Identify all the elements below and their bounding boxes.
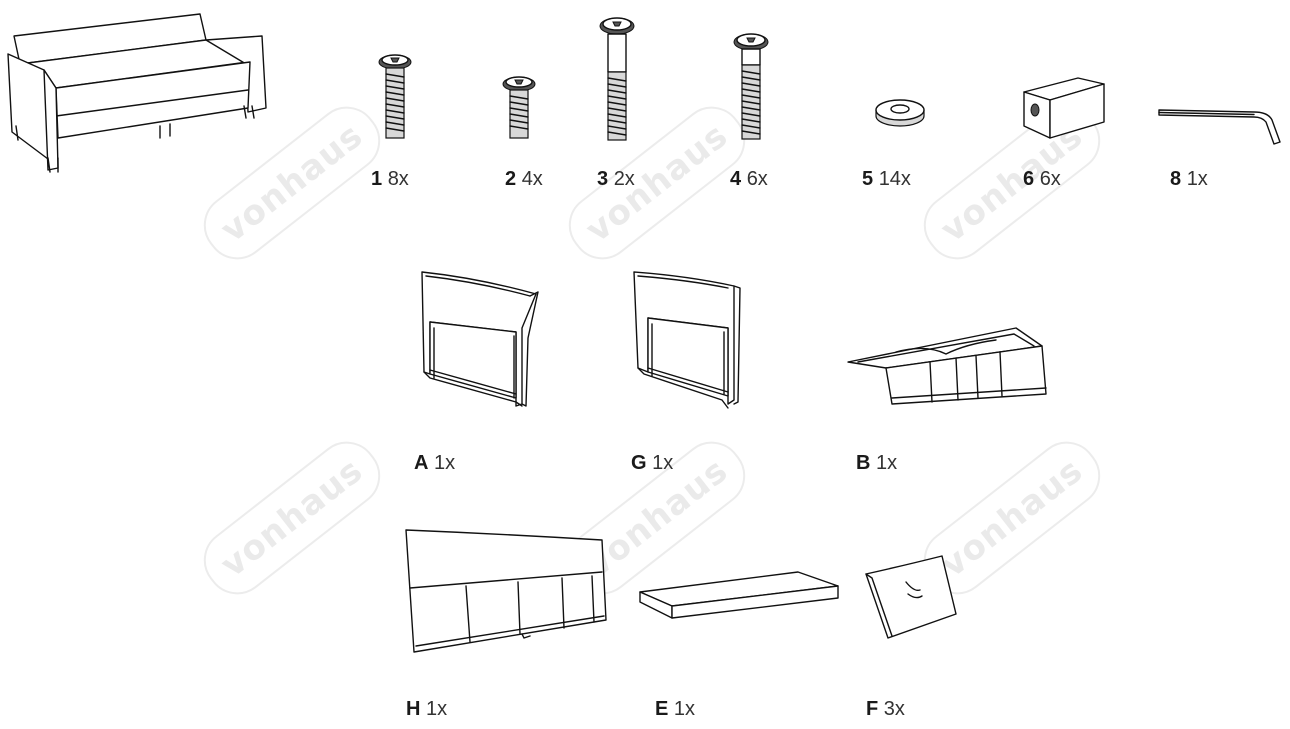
panel-label-b: B 1x <box>856 452 898 474</box>
hardware-label-8: 8 1x <box>1170 168 1208 190</box>
panel-label-e: E 1x <box>655 698 696 720</box>
allen-key-icon <box>1158 109 1281 145</box>
panel-h-illustration <box>405 529 607 653</box>
hardware-label-6: 6 6x <box>1023 168 1061 190</box>
bolt-2-icon <box>502 76 536 139</box>
panel-g-illustration <box>633 271 741 409</box>
hardware-label-4: 4 6x <box>730 168 768 190</box>
panel-label-f: F 3x <box>866 698 905 720</box>
hardware-label-5: 5 14x <box>862 168 911 190</box>
sofa-illustration <box>7 13 267 173</box>
watermark: vonhaus <box>191 429 393 607</box>
bolt-3-icon <box>599 17 635 141</box>
panel-label-a: A 1x <box>414 452 456 474</box>
panel-f-cushion-illustration <box>865 555 957 639</box>
bolt-1-icon <box>378 54 412 139</box>
panel-a-illustration <box>421 271 539 407</box>
bolt-4-icon <box>733 33 769 140</box>
washer-icon <box>875 99 925 127</box>
hardware-label-1: 1 8x <box>371 168 409 190</box>
hardware-label-2: 2 4x <box>505 168 543 190</box>
barrel-nut-icon <box>1023 77 1105 139</box>
panel-label-h: H 1x <box>406 698 448 720</box>
panel-e-cushion-illustration <box>639 571 839 619</box>
panel-b-illustration <box>847 327 1047 405</box>
hardware-label-3: 3 2x <box>597 168 635 190</box>
panel-label-g: G 1x <box>631 452 674 474</box>
watermark: vonhaus <box>556 94 758 272</box>
